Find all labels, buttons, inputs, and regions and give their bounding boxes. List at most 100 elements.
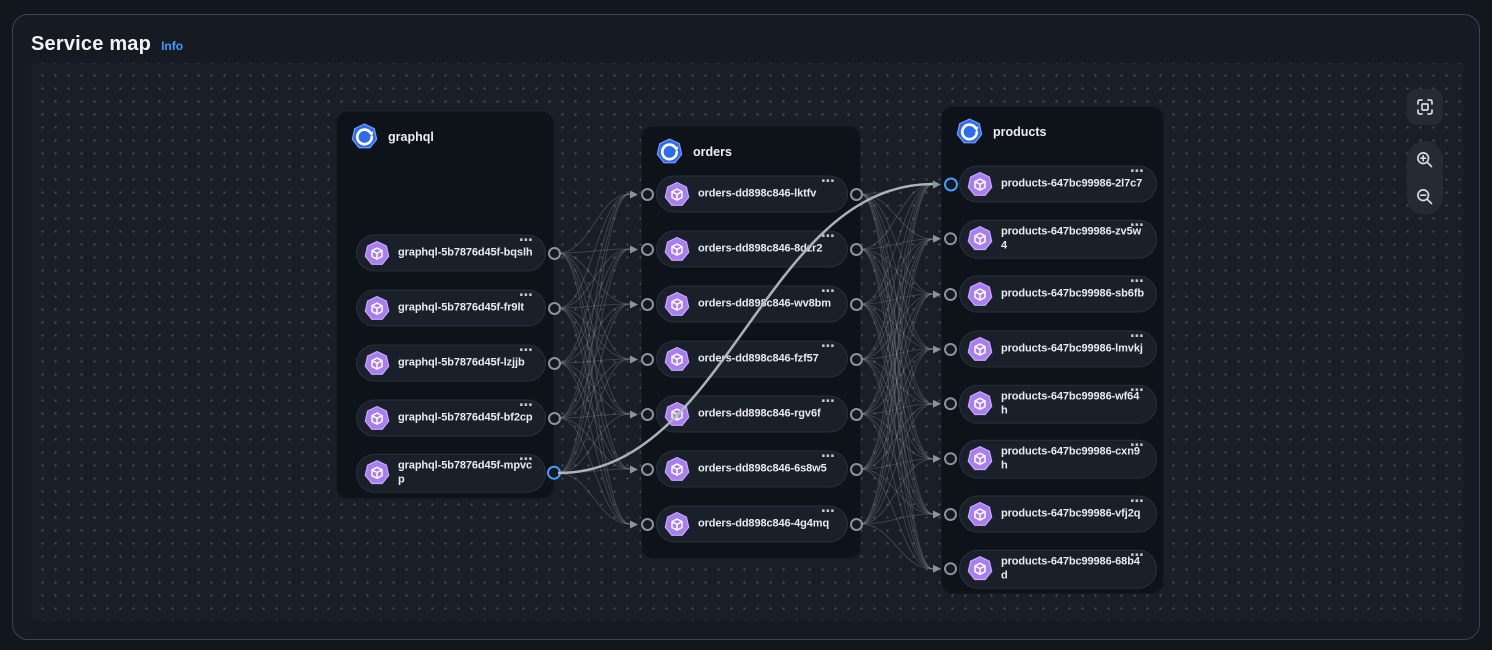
pod-icon xyxy=(967,226,993,252)
node-products-647bc99986-cxn9h[interactable]: products-647bc99986-cxn9h ⋯ xyxy=(933,436,1157,479)
node-products-647bc99986-vfj2q[interactable]: products-647bc99986-vfj2q ⋯ xyxy=(933,492,1157,533)
deployment-icon xyxy=(656,138,683,165)
node-label: orders-dd898c846-8dzr2 xyxy=(698,242,823,255)
ellipsis-menu-icon[interactable]: ⋯ xyxy=(1130,436,1145,453)
group-header-graphql[interactable]: graphql xyxy=(337,112,553,161)
in-port xyxy=(944,232,957,246)
deployment-icon xyxy=(956,118,983,145)
info-link[interactable]: Info xyxy=(161,39,184,53)
ellipsis-menu-icon[interactable]: ⋯ xyxy=(1130,492,1145,509)
node-products-647bc99986-sb6fb[interactable]: products-647bc99986-sb6fb ⋯ xyxy=(933,272,1157,313)
ellipsis-menu-icon[interactable]: ⋯ xyxy=(821,447,836,464)
node-orders-dd898c846-rgv6f[interactable]: orders-dd898c846-rgv6f ⋯ xyxy=(630,392,863,433)
group-header-products[interactable]: products xyxy=(942,107,1163,156)
node-graphql-5b7876d45f-fr9lt[interactable]: graphql-5b7876d45f-fr9lt ⋯ xyxy=(356,286,561,327)
in-port xyxy=(641,187,654,201)
pod-icon xyxy=(967,391,993,417)
pod-icon xyxy=(664,236,690,262)
node-graphql-5b7876d45f-bqslh[interactable]: graphql-5b7876d45f-bqslh ⋯ xyxy=(356,231,561,272)
pod-icon xyxy=(967,446,993,472)
ellipsis-menu-icon[interactable]: ⋯ xyxy=(821,172,836,189)
node-orders-dd898c846-6s8w5[interactable]: orders-dd898c846-6s8w5 ⋯ xyxy=(630,447,863,488)
out-port xyxy=(850,407,863,421)
out-port xyxy=(548,356,561,370)
out-port xyxy=(548,246,561,260)
pod-icon xyxy=(364,295,390,321)
node-label: graphql-5b7876d45f-fr9lt xyxy=(398,301,524,314)
ellipsis-menu-icon[interactable]: ⋯ xyxy=(519,231,534,248)
out-port xyxy=(548,411,561,425)
in-port xyxy=(944,177,958,191)
pod-icon xyxy=(364,460,390,486)
ellipsis-menu-icon[interactable]: ⋯ xyxy=(1130,272,1145,289)
pod-icon xyxy=(364,240,390,266)
node-graphql-5b7876d45f-lzjjb[interactable]: graphql-5b7876d45f-lzjjb ⋯ xyxy=(356,341,561,382)
out-port xyxy=(850,462,863,476)
pod-icon xyxy=(664,456,690,482)
in-port xyxy=(641,297,654,311)
ellipsis-menu-icon[interactable]: ⋯ xyxy=(821,392,836,409)
group-label: graphql xyxy=(388,129,434,144)
node-orders-dd898c846-fzf57[interactable]: orders-dd898c846-fzf57 ⋯ xyxy=(630,337,863,378)
ellipsis-menu-icon[interactable]: ⋯ xyxy=(519,396,534,413)
ellipsis-menu-icon[interactable]: ⋯ xyxy=(519,450,534,467)
node-graphql-5b7876d45f-bf2cp[interactable]: graphql-5b7876d45f-bf2cp ⋯ xyxy=(356,396,561,437)
edge-arrowhead-icon xyxy=(933,400,941,408)
ellipsis-menu-icon[interactable]: ⋯ xyxy=(519,341,534,358)
group-header-orders[interactable]: orders xyxy=(642,127,860,176)
ellipsis-menu-icon[interactable]: ⋯ xyxy=(821,282,836,299)
out-port xyxy=(548,301,561,315)
node-products-647bc99986-2l7c7[interactable]: products-647bc99986-2l7c7 ⋯ xyxy=(933,162,1157,203)
edge-arrowhead-icon xyxy=(630,520,638,528)
out-port xyxy=(547,466,561,480)
ellipsis-menu-icon[interactable]: ⋯ xyxy=(1130,381,1145,398)
zoom-out-icon xyxy=(1415,187,1435,207)
node-products-647bc99986-zv5w4[interactable]: products-647bc99986-zv5w4 ⋯ xyxy=(933,216,1157,259)
ellipsis-menu-icon[interactable]: ⋯ xyxy=(1130,546,1145,563)
in-port xyxy=(641,462,654,476)
node-graphql-5b7876d45f-mpvcp[interactable]: graphql-5b7876d45f-mpvcp ⋯ xyxy=(356,450,561,493)
pod-icon xyxy=(967,336,993,362)
service-map-canvas[interactable]: graphql graphql-5b7876d45f-bqslh ⋯ graph… xyxy=(31,63,1463,621)
zoom-controls xyxy=(1407,141,1443,215)
node-label: products-647bc99986-lmvkj xyxy=(1001,342,1143,355)
edge-arrowhead-icon xyxy=(630,410,638,418)
ellipsis-menu-icon[interactable]: ⋯ xyxy=(1130,327,1145,344)
node-label: graphql-5b7876d45f-bqslh xyxy=(398,246,533,259)
out-port xyxy=(850,242,863,256)
pod-icon xyxy=(967,171,993,197)
zoom-to-fit-button[interactable] xyxy=(1407,89,1443,125)
edge-arrowhead-icon xyxy=(933,455,941,463)
node-products-647bc99986-wf64h[interactable]: products-647bc99986-wf64h ⋯ xyxy=(933,381,1157,424)
ellipsis-menu-icon[interactable]: ⋯ xyxy=(519,286,534,303)
out-port xyxy=(850,352,863,366)
in-port xyxy=(944,342,957,356)
node-orders-dd898c846-lktfv[interactable]: orders-dd898c846-lktfv ⋯ xyxy=(630,172,863,213)
node-label: products-647bc99986-zv5w4 xyxy=(1001,225,1142,252)
node-label: orders-dd898c846-6s8w5 xyxy=(698,462,827,475)
group-label: products xyxy=(993,124,1047,139)
ellipsis-menu-icon[interactable]: ⋯ xyxy=(1130,216,1145,233)
node-orders-dd898c846-wv8bm[interactable]: orders-dd898c846-wv8bm ⋯ xyxy=(630,282,863,323)
ellipsis-menu-icon[interactable]: ⋯ xyxy=(821,227,836,244)
node-products-647bc99986-lmvkj[interactable]: products-647bc99986-lmvkj ⋯ xyxy=(933,327,1157,368)
node-label: products-647bc99986-2l7c7 xyxy=(1001,177,1143,190)
edge-arrowhead-icon xyxy=(933,180,941,188)
ellipsis-menu-icon[interactable]: ⋯ xyxy=(821,502,836,519)
node-products-647bc99986-68b4d[interactable]: products-647bc99986-68b4d ⋯ xyxy=(933,546,1157,589)
zoom-out-button[interactable] xyxy=(1407,179,1443,215)
pod-icon xyxy=(664,181,690,207)
ellipsis-menu-icon[interactable]: ⋯ xyxy=(1130,162,1145,179)
node-orders-dd898c846-8dzr2[interactable]: orders-dd898c846-8dzr2 ⋯ xyxy=(630,227,863,268)
page-title: Service map xyxy=(31,33,152,55)
in-port xyxy=(944,397,957,411)
node-label: orders-dd898c846-4g4mq xyxy=(698,517,830,530)
edge-arrowhead-icon xyxy=(630,245,638,253)
pod-icon xyxy=(664,401,690,427)
node-orders-dd898c846-4g4mq[interactable]: orders-dd898c846-4g4mq ⋯ xyxy=(630,502,863,543)
ellipsis-menu-icon[interactable]: ⋯ xyxy=(821,337,836,354)
zoom-in-button[interactable] xyxy=(1407,142,1443,178)
in-port xyxy=(944,452,957,466)
in-port xyxy=(944,507,957,521)
node-label: products-647bc99986-cxn9h xyxy=(1001,445,1140,472)
